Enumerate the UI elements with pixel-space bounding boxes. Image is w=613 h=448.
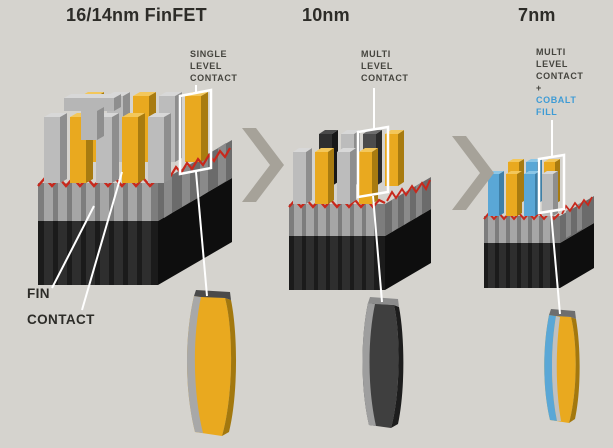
substrate-fins [488,243,550,288]
substrate-side [158,178,232,285]
contact-slabs-front-row [293,148,378,204]
label-line: SINGLE [190,49,228,59]
chip-7nm-structure [483,159,594,288]
contact-highlight-box [178,88,213,176]
contact-highlight-box [356,125,390,199]
gate-oxide-zigzag-side [386,179,431,202]
fin-layer-front-fins [294,204,374,236]
chip-10nm-structure [288,130,431,290]
leader-line-to-gold-contact [195,171,208,297]
label-multi-level-contact-10nm: MULTI LEVEL CONTACT [361,48,409,84]
fin-layer-side-fins [566,202,582,238]
label-line: MULTI [361,49,391,59]
label-fill: FILL [536,107,558,117]
contact-leader-line [81,171,123,311]
substrate-fins [294,236,374,290]
label-line: CONTACT [361,73,409,83]
contact-highlight-box [537,153,566,215]
label-fin: FIN [27,286,50,301]
enlarged-contact-dark [362,297,404,428]
label-plus: + [536,83,542,93]
gate-oxide-zigzag-side [561,196,593,215]
annotations [51,85,566,315]
label-line: LEVEL [361,61,394,71]
leader-line-to-dark-contact [372,195,383,303]
label-line: MULTI [536,47,566,57]
fin-layer-front-fins [488,216,550,243]
substrate-fins [44,221,151,285]
chevron-right-icon [242,128,284,202]
section-title-16-14nm: 16/14nm FinFET [66,5,207,25]
fin-layer-side-fins [164,143,226,218]
label-line: CONTACT [190,73,238,83]
section-title-10nm: 10nm [302,5,350,25]
label-line: LEVEL [190,61,223,71]
enlarged-contact-gold [187,290,237,436]
label-contact: CONTACT [27,312,95,327]
label-cobalt: COBALT [536,95,577,105]
fin-layer-front-fins [44,183,151,221]
chevron-right-icon [452,136,494,210]
fin-layer-front [38,183,158,221]
leader-line-to-cobalt-contact [550,211,561,315]
substrate-side [560,223,594,288]
section-title-7nm: 7nm [518,5,556,25]
label-multi-level-contact-cobalt-7nm: MULTI LEVEL CONTACT + COBALT FILL [536,46,584,118]
fin-leader-line [51,205,95,289]
label-single-level-contact: SINGLE LEVEL CONTACT [190,48,238,84]
label-line: CONTACT [536,71,584,81]
t-shaped-contact [64,94,121,140]
enlarged-contact-cobalt [544,309,580,423]
label-line: LEVEL [536,59,569,69]
chip-16-14nm-structure [37,92,232,285]
contact-slabs-front-row [44,113,171,183]
